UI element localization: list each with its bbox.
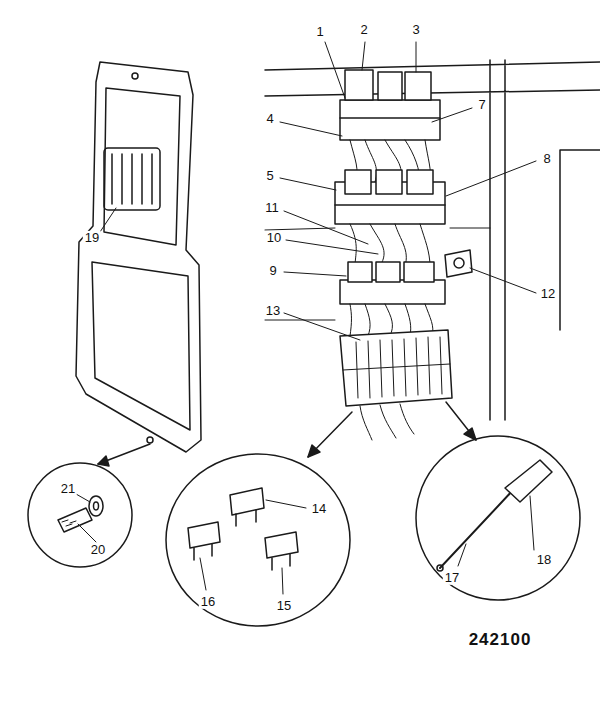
detail-pointer-head	[308, 445, 320, 457]
leader-line	[470, 268, 536, 293]
fuse-slots	[356, 337, 442, 398]
callout-number: 7	[476, 98, 487, 112]
leader-line	[282, 568, 283, 594]
washer-hole	[94, 502, 99, 510]
leader-line	[530, 496, 534, 550]
relay	[345, 70, 373, 100]
detail-pointer-head	[464, 428, 476, 440]
leader-line	[362, 42, 365, 70]
wiring	[350, 224, 430, 266]
cover-panel	[76, 62, 201, 452]
fuse-box-divider	[343, 364, 450, 370]
fuse	[265, 532, 298, 558]
callout-number: 21	[59, 482, 77, 496]
leader-line	[284, 211, 368, 244]
relay	[378, 72, 402, 100]
fuse-tool-pin	[440, 488, 515, 568]
callout-number: 15	[275, 599, 293, 613]
fuse-box	[340, 330, 452, 406]
callout-number: 11	[263, 201, 281, 215]
callout-number: 12	[539, 287, 557, 301]
relay	[376, 262, 400, 282]
relay	[404, 262, 434, 282]
relay	[348, 262, 372, 282]
cover-screw-hole	[132, 73, 138, 79]
detail-circle	[28, 463, 132, 567]
cover-panel-recess	[104, 88, 180, 245]
leader-line	[280, 122, 342, 136]
callout-number: 13	[264, 304, 282, 318]
callout-number: 10	[265, 231, 283, 245]
relay-block	[340, 100, 440, 140]
callout-number: 8	[541, 152, 552, 166]
leader-line	[416, 42, 417, 72]
figure-number: 242100	[467, 631, 534, 650]
relay-block-edge	[340, 117, 440, 119]
callout-number: 9	[267, 264, 278, 278]
leader-line	[284, 272, 346, 276]
cover-window	[104, 148, 160, 210]
callout-number: 3	[410, 23, 421, 37]
fuse-blade	[236, 510, 256, 526]
bracket	[445, 250, 472, 277]
fuse-tool-handle	[505, 460, 552, 502]
fuse	[230, 488, 264, 515]
callout-number: 20	[89, 543, 107, 557]
callout-number: 2	[358, 23, 369, 37]
callout-number: 4	[264, 112, 275, 126]
relay	[407, 170, 433, 194]
leader-line	[200, 558, 206, 590]
bolt-shank	[58, 508, 92, 532]
fuse-blade	[272, 554, 290, 570]
relay	[405, 72, 431, 100]
leader-line	[432, 108, 472, 122]
cab-frame	[265, 60, 600, 420]
washer	[89, 496, 103, 516]
leader-line	[280, 178, 336, 190]
relay-block-edge	[335, 204, 445, 206]
detail-pointer	[308, 412, 352, 457]
callout-number: 19	[83, 231, 101, 245]
illustration-group	[28, 42, 600, 626]
leader-line	[325, 42, 345, 98]
bolt-thread	[62, 520, 76, 526]
callout-number: 1	[314, 25, 325, 39]
cover-screw-hole	[147, 437, 153, 443]
callout-number: 17	[443, 571, 461, 585]
leader-lines	[76, 42, 536, 594]
detail-circle	[416, 436, 580, 600]
detail-circle	[166, 454, 350, 626]
bracket-hole	[454, 258, 464, 268]
detail-pointer-head	[98, 456, 109, 466]
cab-frame-lines	[265, 228, 490, 320]
callout-number: 5	[264, 169, 275, 183]
wiring	[360, 404, 414, 440]
callout-number: 18	[535, 553, 553, 567]
relay	[376, 170, 402, 194]
callout-number: 16	[199, 595, 217, 609]
fuse	[188, 522, 220, 548]
relay	[345, 170, 371, 194]
cover-panel-lower	[92, 262, 190, 430]
detail-pointer	[446, 402, 476, 440]
leader-line	[446, 161, 536, 196]
leader-line	[458, 544, 466, 566]
leader-line	[266, 500, 306, 508]
leader-line	[100, 208, 116, 232]
callout-number: 14	[310, 502, 328, 516]
leader-line	[284, 313, 360, 340]
fuse-blade	[194, 544, 212, 560]
cover-louvres	[112, 154, 152, 204]
leader-line	[78, 524, 96, 542]
relay-block	[340, 280, 445, 304]
leader-line	[76, 494, 90, 502]
leader-line	[286, 240, 378, 254]
